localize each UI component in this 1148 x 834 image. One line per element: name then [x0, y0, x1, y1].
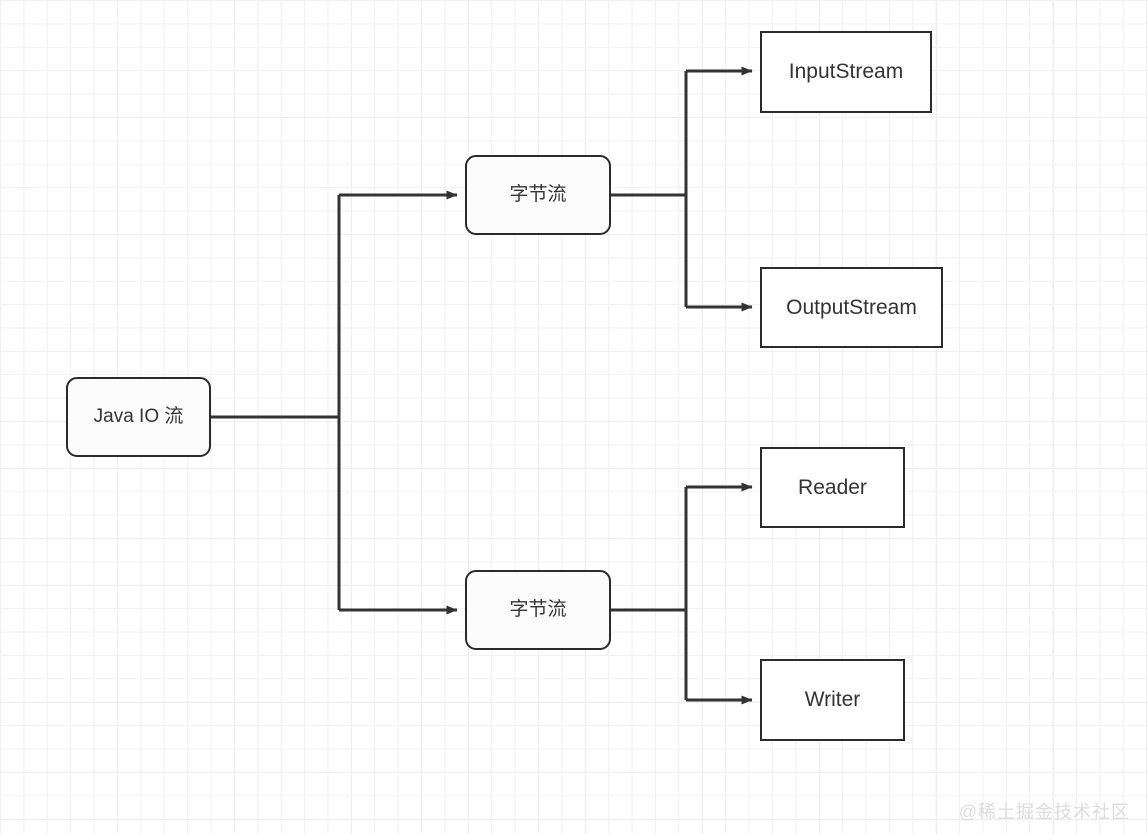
- watermark: @稀土掘金技术社区: [958, 802, 1130, 822]
- node-label-java-io-root: Java IO 流: [93, 405, 184, 427]
- node-writer[interactable]: Writer: [760, 659, 905, 741]
- node-output-stream[interactable]: OutputStream: [760, 267, 943, 348]
- node-label-char-stream: 字节流: [509, 598, 567, 620]
- node-label-reader: Reader: [798, 475, 867, 499]
- node-label-writer: Writer: [804, 688, 861, 712]
- node-label-output-stream: OutputStream: [786, 295, 917, 319]
- node-label-input-stream: InputStream: [788, 60, 904, 84]
- node-char-stream[interactable]: 字节流: [465, 570, 611, 650]
- node-java-io-root[interactable]: Java IO 流: [66, 377, 211, 457]
- node-reader[interactable]: Reader: [760, 447, 905, 528]
- node-byte-stream[interactable]: 字节流: [465, 155, 611, 235]
- node-label-byte-stream: 字节流: [509, 183, 567, 205]
- node-input-stream[interactable]: InputStream: [760, 31, 932, 113]
